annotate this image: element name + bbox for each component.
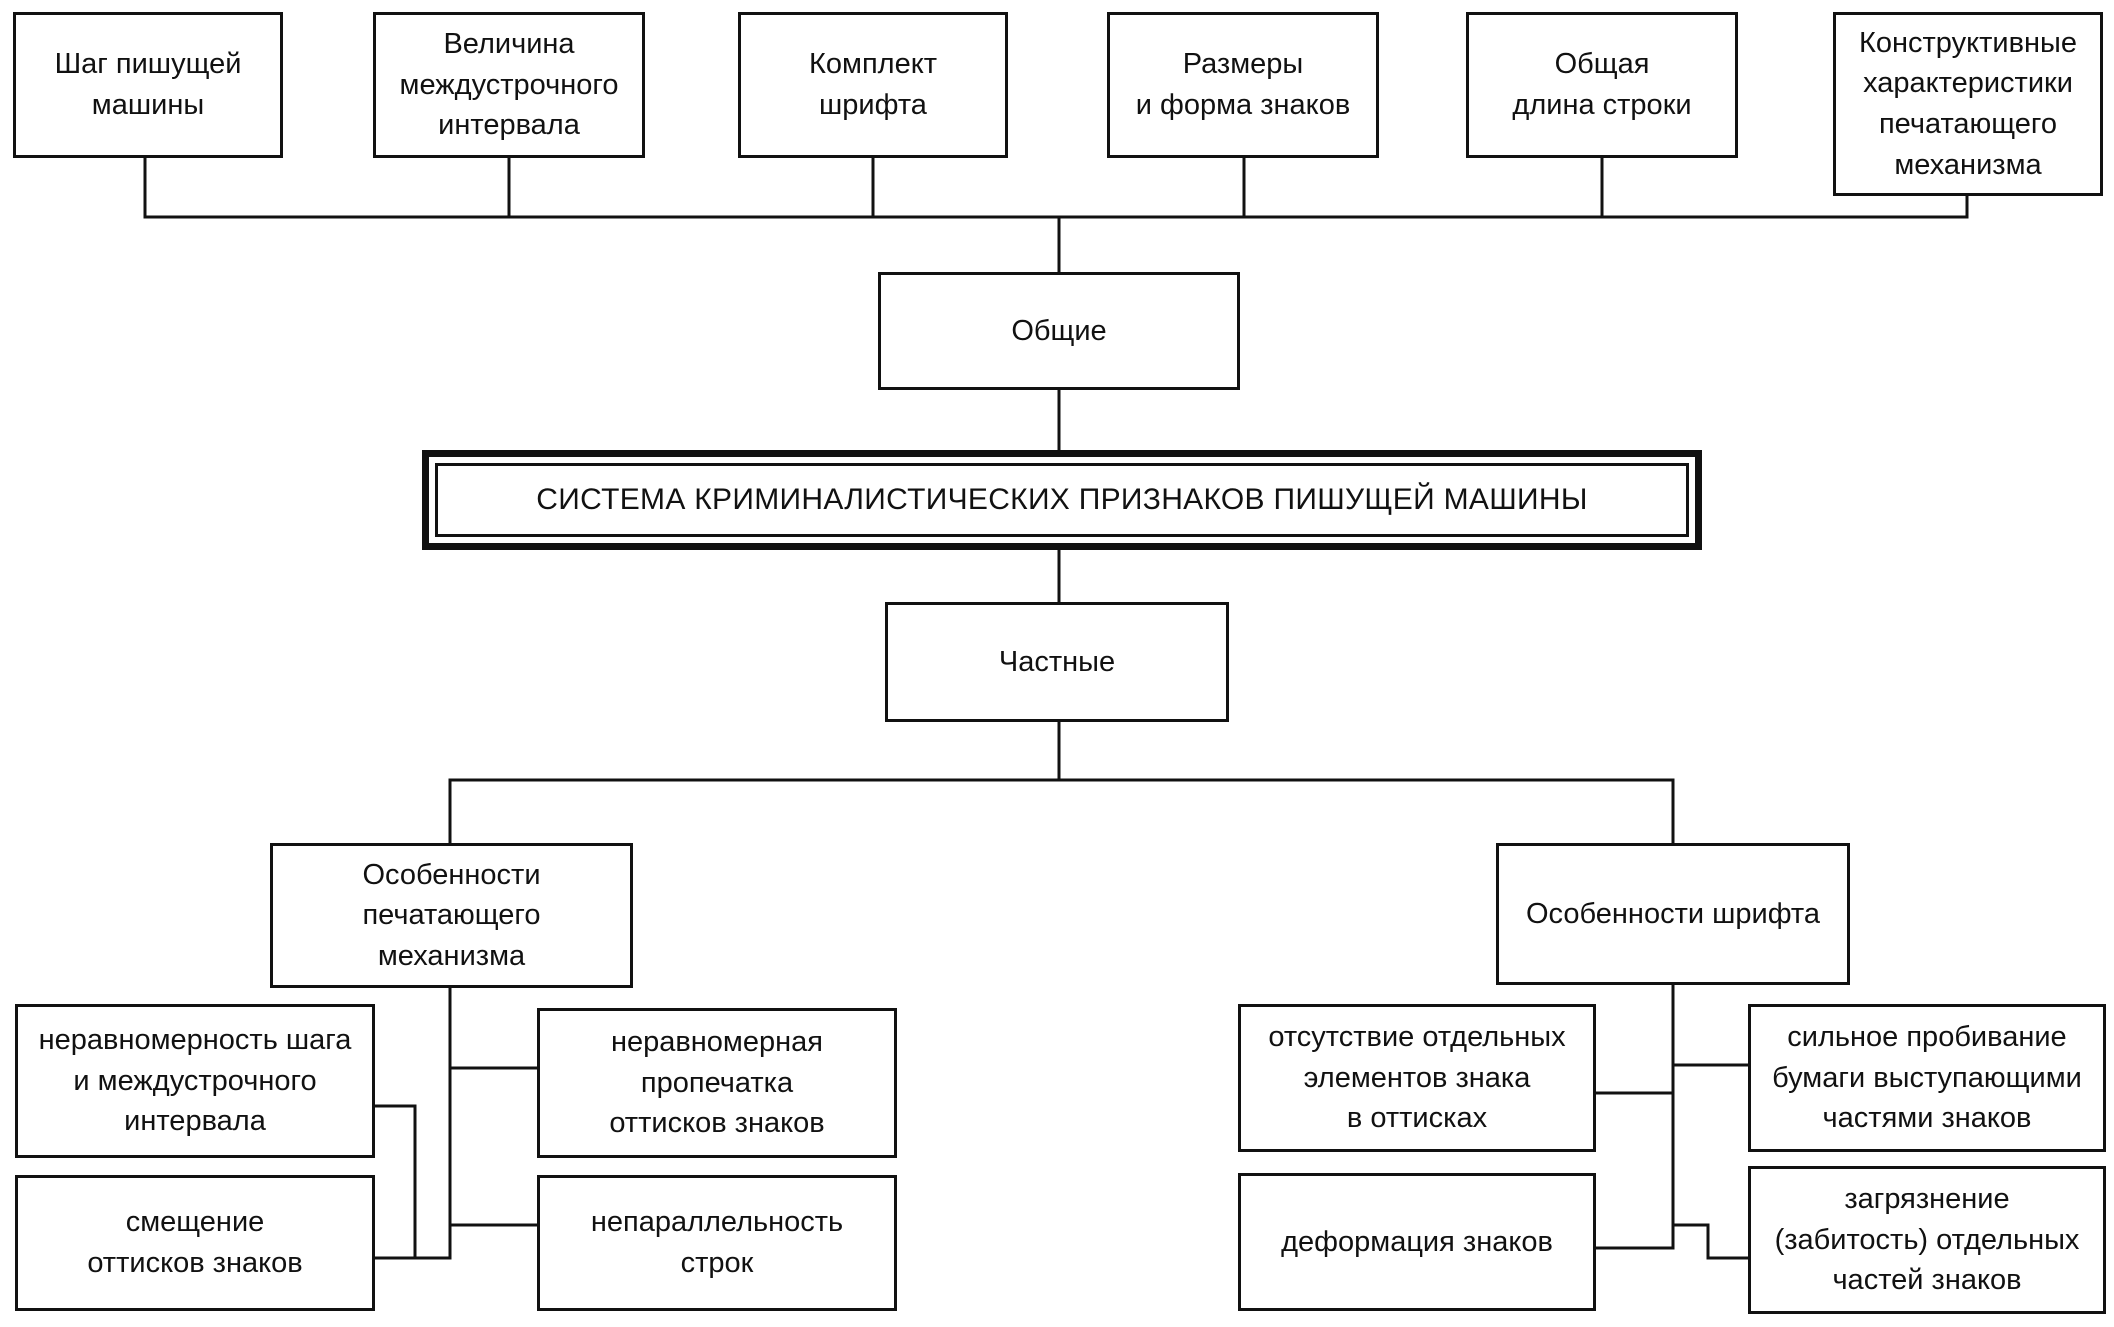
general-item-label: Конструктивные характеристики печатающег… xyxy=(1858,26,2077,181)
particular-node: Частные xyxy=(885,602,1229,722)
mechanism-item-uneven-print: неравномерная пропечатка оттисков знаков xyxy=(537,1008,897,1158)
mechanism-item-label: неравномерная пропечатка оттисков знаков xyxy=(609,1026,825,1140)
mechanism-node: Особенности печатающего механизма xyxy=(270,843,633,988)
general-item-label: Шаг пишущей машины xyxy=(54,48,242,121)
mechanism-item-nonparallel-lines: непараллельность строк xyxy=(537,1175,897,1311)
font-item-label: загрязнение (забитость) отдельных частей… xyxy=(1774,1183,2080,1297)
particular-node-label: Частные xyxy=(998,645,1116,678)
general-item-font-set: Комплект шрифта xyxy=(738,12,1008,158)
font-item-label: деформация знаков xyxy=(1281,1225,1553,1258)
root-node-label: СИСТЕМА КРИМИНАЛИСТИЧЕСКИХ ПРИЗНАКОВ ПИШ… xyxy=(536,483,1588,516)
mechanism-item-label: непараллельность строк xyxy=(590,1206,844,1279)
font-item-label: сильное пробивание бумаги выступающими ч… xyxy=(1772,1021,2082,1135)
general-item-mechanism-design: Конструктивные характеристики печатающег… xyxy=(1833,12,2103,196)
general-node-label: Общие xyxy=(1011,314,1107,347)
font-item-missing-elements: отсутствие отдельных элементов знака в о… xyxy=(1238,1004,1596,1152)
font-item-label: отсутствие отдельных элементов знака в о… xyxy=(1268,1021,1566,1135)
font-item-contamination: загрязнение (забитость) отдельных частей… xyxy=(1748,1166,2106,1314)
mechanism-node-label: Особенности печатающего механизма xyxy=(362,858,541,972)
font-item-paper-piercing: сильное пробивание бумаги выступающими ч… xyxy=(1748,1004,2106,1152)
general-item-typewriter-pitch: Шаг пишущей машины xyxy=(13,12,283,158)
general-node: Общие xyxy=(878,272,1240,390)
root-node: СИСТЕМА КРИМИНАЛИСТИЧЕСКИХ ПРИЗНАКОВ ПИШ… xyxy=(435,463,1689,537)
general-item-label: Величина междустрочного интервала xyxy=(399,28,619,142)
general-item-sign-size-shape: Размеры и форма знаков xyxy=(1107,12,1379,158)
font-node-label: Особенности шрифта xyxy=(1525,897,1821,930)
font-node: Особенности шрифта xyxy=(1496,843,1850,985)
mechanism-item-label: неравномерность шага и междустрочного ин… xyxy=(38,1024,352,1138)
general-item-line-length: Общая длина строки xyxy=(1466,12,1738,158)
font-item-deformation: деформация знаков xyxy=(1238,1173,1596,1311)
general-item-label: Комплект шрифта xyxy=(808,48,937,121)
general-item-line-spacing: Величина междустрочного интервала xyxy=(373,12,645,158)
mechanism-item-uneven-pitch: неравномерность шага и междустрочного ин… xyxy=(15,1004,375,1158)
general-item-label: Общая длина строки xyxy=(1512,48,1692,121)
general-item-label: Размеры и форма знаков xyxy=(1135,48,1351,121)
mechanism-item-sign-shift: смещение оттисков знаков xyxy=(15,1175,375,1311)
mechanism-item-label: смещение оттисков знаков xyxy=(87,1206,303,1279)
